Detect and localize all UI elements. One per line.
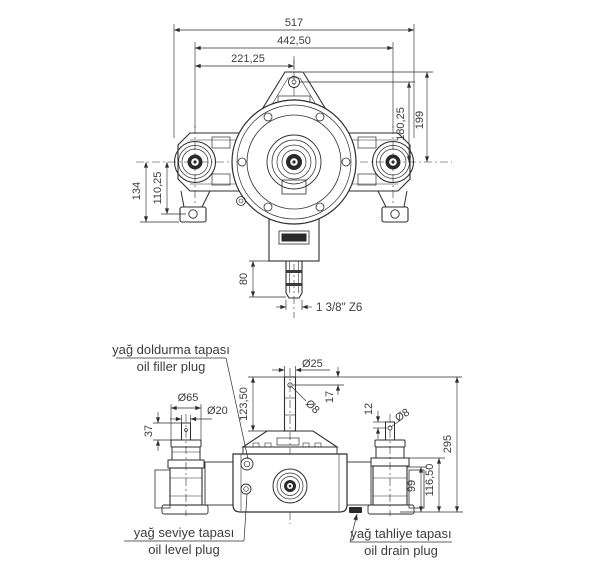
brand-logo-badge xyxy=(278,230,310,245)
oil-drain-plug xyxy=(349,507,362,513)
dim-half-span: 221,25 xyxy=(231,53,265,65)
dim-overall-height: 295 xyxy=(442,435,454,453)
nameplate-recess xyxy=(281,179,307,195)
dim-spline-length: 80 xyxy=(238,273,250,285)
dim-foot-drop: 134 xyxy=(131,182,143,200)
dim-input-hole-offset: 17 xyxy=(324,391,336,403)
label-oil-filler-tr: yağ doldurma tapası xyxy=(112,342,230,357)
dim-side-hole-dia: Ø8 xyxy=(393,406,412,424)
rear-leaders xyxy=(116,357,452,543)
dim-housing-dia: Ø65 xyxy=(178,392,199,404)
rear-view: Ø25 Ø8 17 123,50 Ø65 Ø20 37 12 Ø8 99 116… xyxy=(112,342,463,558)
right-foot xyxy=(367,504,415,515)
rear-leader-texts: yağ doldurma tapası oil filler plug yağ … xyxy=(112,342,451,558)
dim-stub-dia: Ø20 xyxy=(207,405,228,417)
label-oil-drain-en: oil drain plug xyxy=(364,543,438,558)
dim-stub-length: 37 xyxy=(143,425,155,437)
rear-body xyxy=(161,453,415,515)
flange-bolt-holes xyxy=(237,112,351,212)
input-pin-hole xyxy=(287,382,293,388)
label-oil-level-en: oil level plug xyxy=(148,542,220,557)
label-oil-drain-tr: yağ tahliye tapası xyxy=(350,526,451,541)
dim-hub-span: 442,50 xyxy=(277,35,311,47)
dim-overall-width: 517 xyxy=(285,17,303,29)
label-oil-filler-en: oil filler plug xyxy=(137,359,206,374)
right-arm-assembly xyxy=(342,132,411,223)
dim-spline-spec: 1 3/8" Z6 xyxy=(316,302,362,314)
dim-mount-hole-height: 180,25 xyxy=(395,107,407,141)
brand-logo-icon xyxy=(281,233,307,242)
dim-side-hole-offset: 12 xyxy=(363,403,375,415)
left-foot xyxy=(161,504,209,515)
oil-filler-plug xyxy=(240,457,254,471)
dim-flange-height: 116,50 xyxy=(424,464,436,497)
dim-input-shaft-dia: Ø25 xyxy=(302,358,323,370)
oil-level-plug xyxy=(240,483,252,495)
dim-bracket-top-height: 199 xyxy=(414,111,426,129)
dim-shaft-height: 123,50 xyxy=(238,387,250,421)
front-dimensions xyxy=(140,24,433,310)
front-view: 517 442,50 221,25 199 180,25 134 110,25 … xyxy=(131,17,452,318)
right-bracket xyxy=(408,469,425,509)
rear-center-bearing xyxy=(272,468,308,504)
left-bracket xyxy=(154,469,171,509)
center-hub xyxy=(266,134,322,190)
top-mount-hole xyxy=(288,76,300,88)
dim-foot-hole-drop: 110,25 xyxy=(152,172,164,205)
pto-spline-shaft xyxy=(285,261,303,299)
right-hub xyxy=(371,140,415,184)
right-side-unit xyxy=(370,421,425,509)
side-pin-hole xyxy=(387,425,393,431)
left-side-unit xyxy=(154,422,205,509)
rear-dimensions xyxy=(153,366,463,513)
main-housing xyxy=(231,99,357,225)
front-dimension-texts: 517 442,50 221,25 199 180,25 134 110,25 … xyxy=(131,17,426,314)
breather-plug xyxy=(236,196,246,206)
label-oil-level-tr: yağ seviye tapası xyxy=(134,525,234,540)
dim-step-height: 99 xyxy=(406,480,418,492)
left-hub xyxy=(173,140,217,184)
